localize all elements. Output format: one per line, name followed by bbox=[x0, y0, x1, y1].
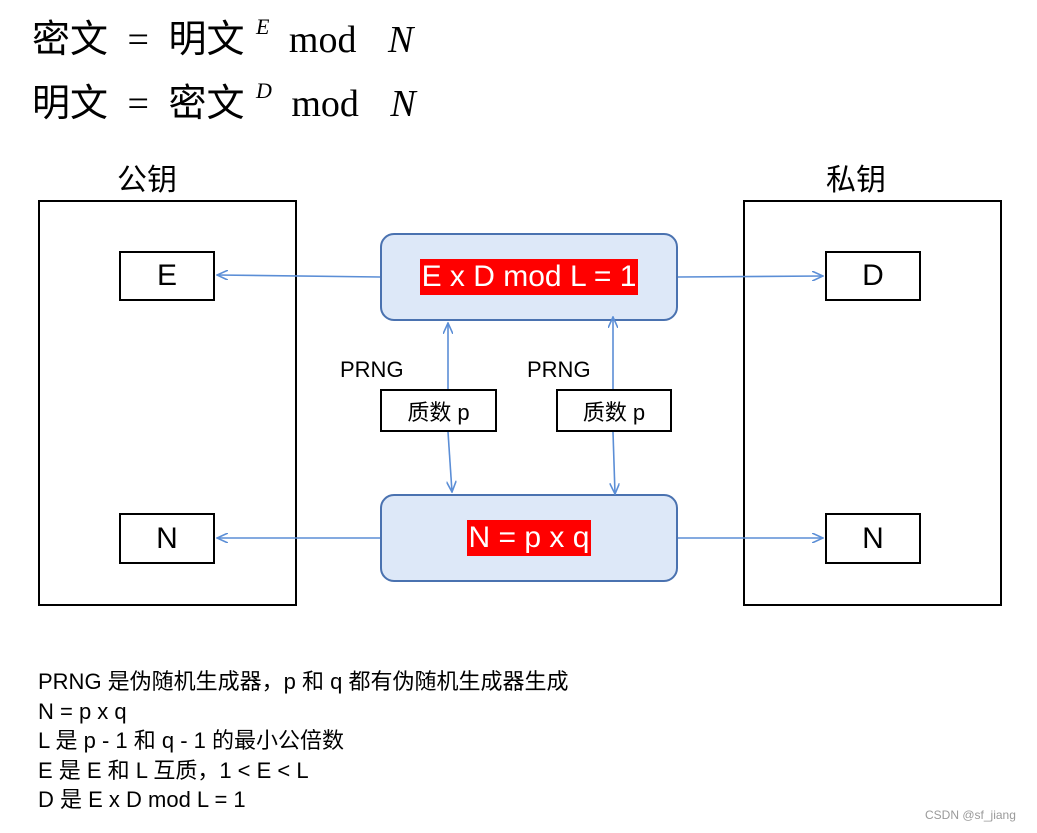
arrow-ed-to-e bbox=[217, 275, 381, 277]
equals-sign: = bbox=[127, 19, 149, 61]
plaintext-label: 明文 bbox=[32, 83, 109, 125]
arrow-prime-right-to-n bbox=[613, 431, 615, 494]
watermark: CSDN @sf_jiang bbox=[925, 808, 1016, 822]
notes-block: PRNG 是伪随机生成器，p 和 q 都有伪随机生成器生成 N = p x q … bbox=[38, 667, 568, 815]
prng-label-left: PRNG bbox=[340, 357, 404, 382]
arrow-ed-to-d bbox=[677, 276, 823, 277]
prng-label-right: PRNG bbox=[527, 357, 591, 382]
private-key-n-box: N bbox=[825, 513, 921, 564]
plaintext-label: 明文 bbox=[168, 19, 245, 61]
private-key-title: 私钥 bbox=[826, 164, 886, 197]
prime-p-box-left: 质数 p bbox=[380, 389, 497, 432]
ciphertext-label: 密文 bbox=[32, 19, 109, 61]
equals-sign: = bbox=[127, 83, 149, 125]
mod-operator: mod bbox=[291, 83, 359, 125]
note-line: D 是 E x D mod L = 1 bbox=[38, 787, 246, 812]
public-key-e-box: E bbox=[119, 251, 215, 301]
modulus-n: N bbox=[390, 83, 416, 125]
note-line: E 是 E 和 L 互质，1 < E < L bbox=[38, 757, 309, 783]
ed-equation-text: E x D mod L = 1 bbox=[419, 259, 639, 295]
ed-equation-box: E x D mod L = 1 bbox=[380, 233, 678, 321]
prime-p-box-right: 质数 p bbox=[556, 389, 672, 432]
mod-operator: mod bbox=[288, 19, 357, 61]
note-line: N = p x q bbox=[38, 698, 127, 724]
note-line: L 是 p - 1 和 q - 1 的最小公倍数 bbox=[38, 728, 345, 753]
exponent-e: E bbox=[255, 14, 270, 39]
public-key-n-box: N bbox=[119, 513, 215, 564]
arrow-prime-left-to-n bbox=[448, 431, 452, 492]
encryption-formula: 密文 = 明文 E mod N bbox=[32, 8, 413, 63]
private-key-d-box: D bbox=[825, 251, 921, 301]
exponent-d: D bbox=[255, 78, 272, 103]
n-equation-box: N = p x q bbox=[380, 494, 678, 582]
note-line: PRNG 是伪随机生成器，p 和 q 都有伪随机生成器生成 bbox=[38, 669, 569, 694]
public-key-title: 公钥 bbox=[117, 164, 177, 197]
modulus-n: N bbox=[387, 19, 414, 61]
n-equation-text: N = p x q bbox=[466, 520, 592, 556]
ciphertext-label: 密文 bbox=[168, 83, 245, 125]
decryption-formula: 明文 = 密文 D mod N bbox=[32, 72, 416, 127]
